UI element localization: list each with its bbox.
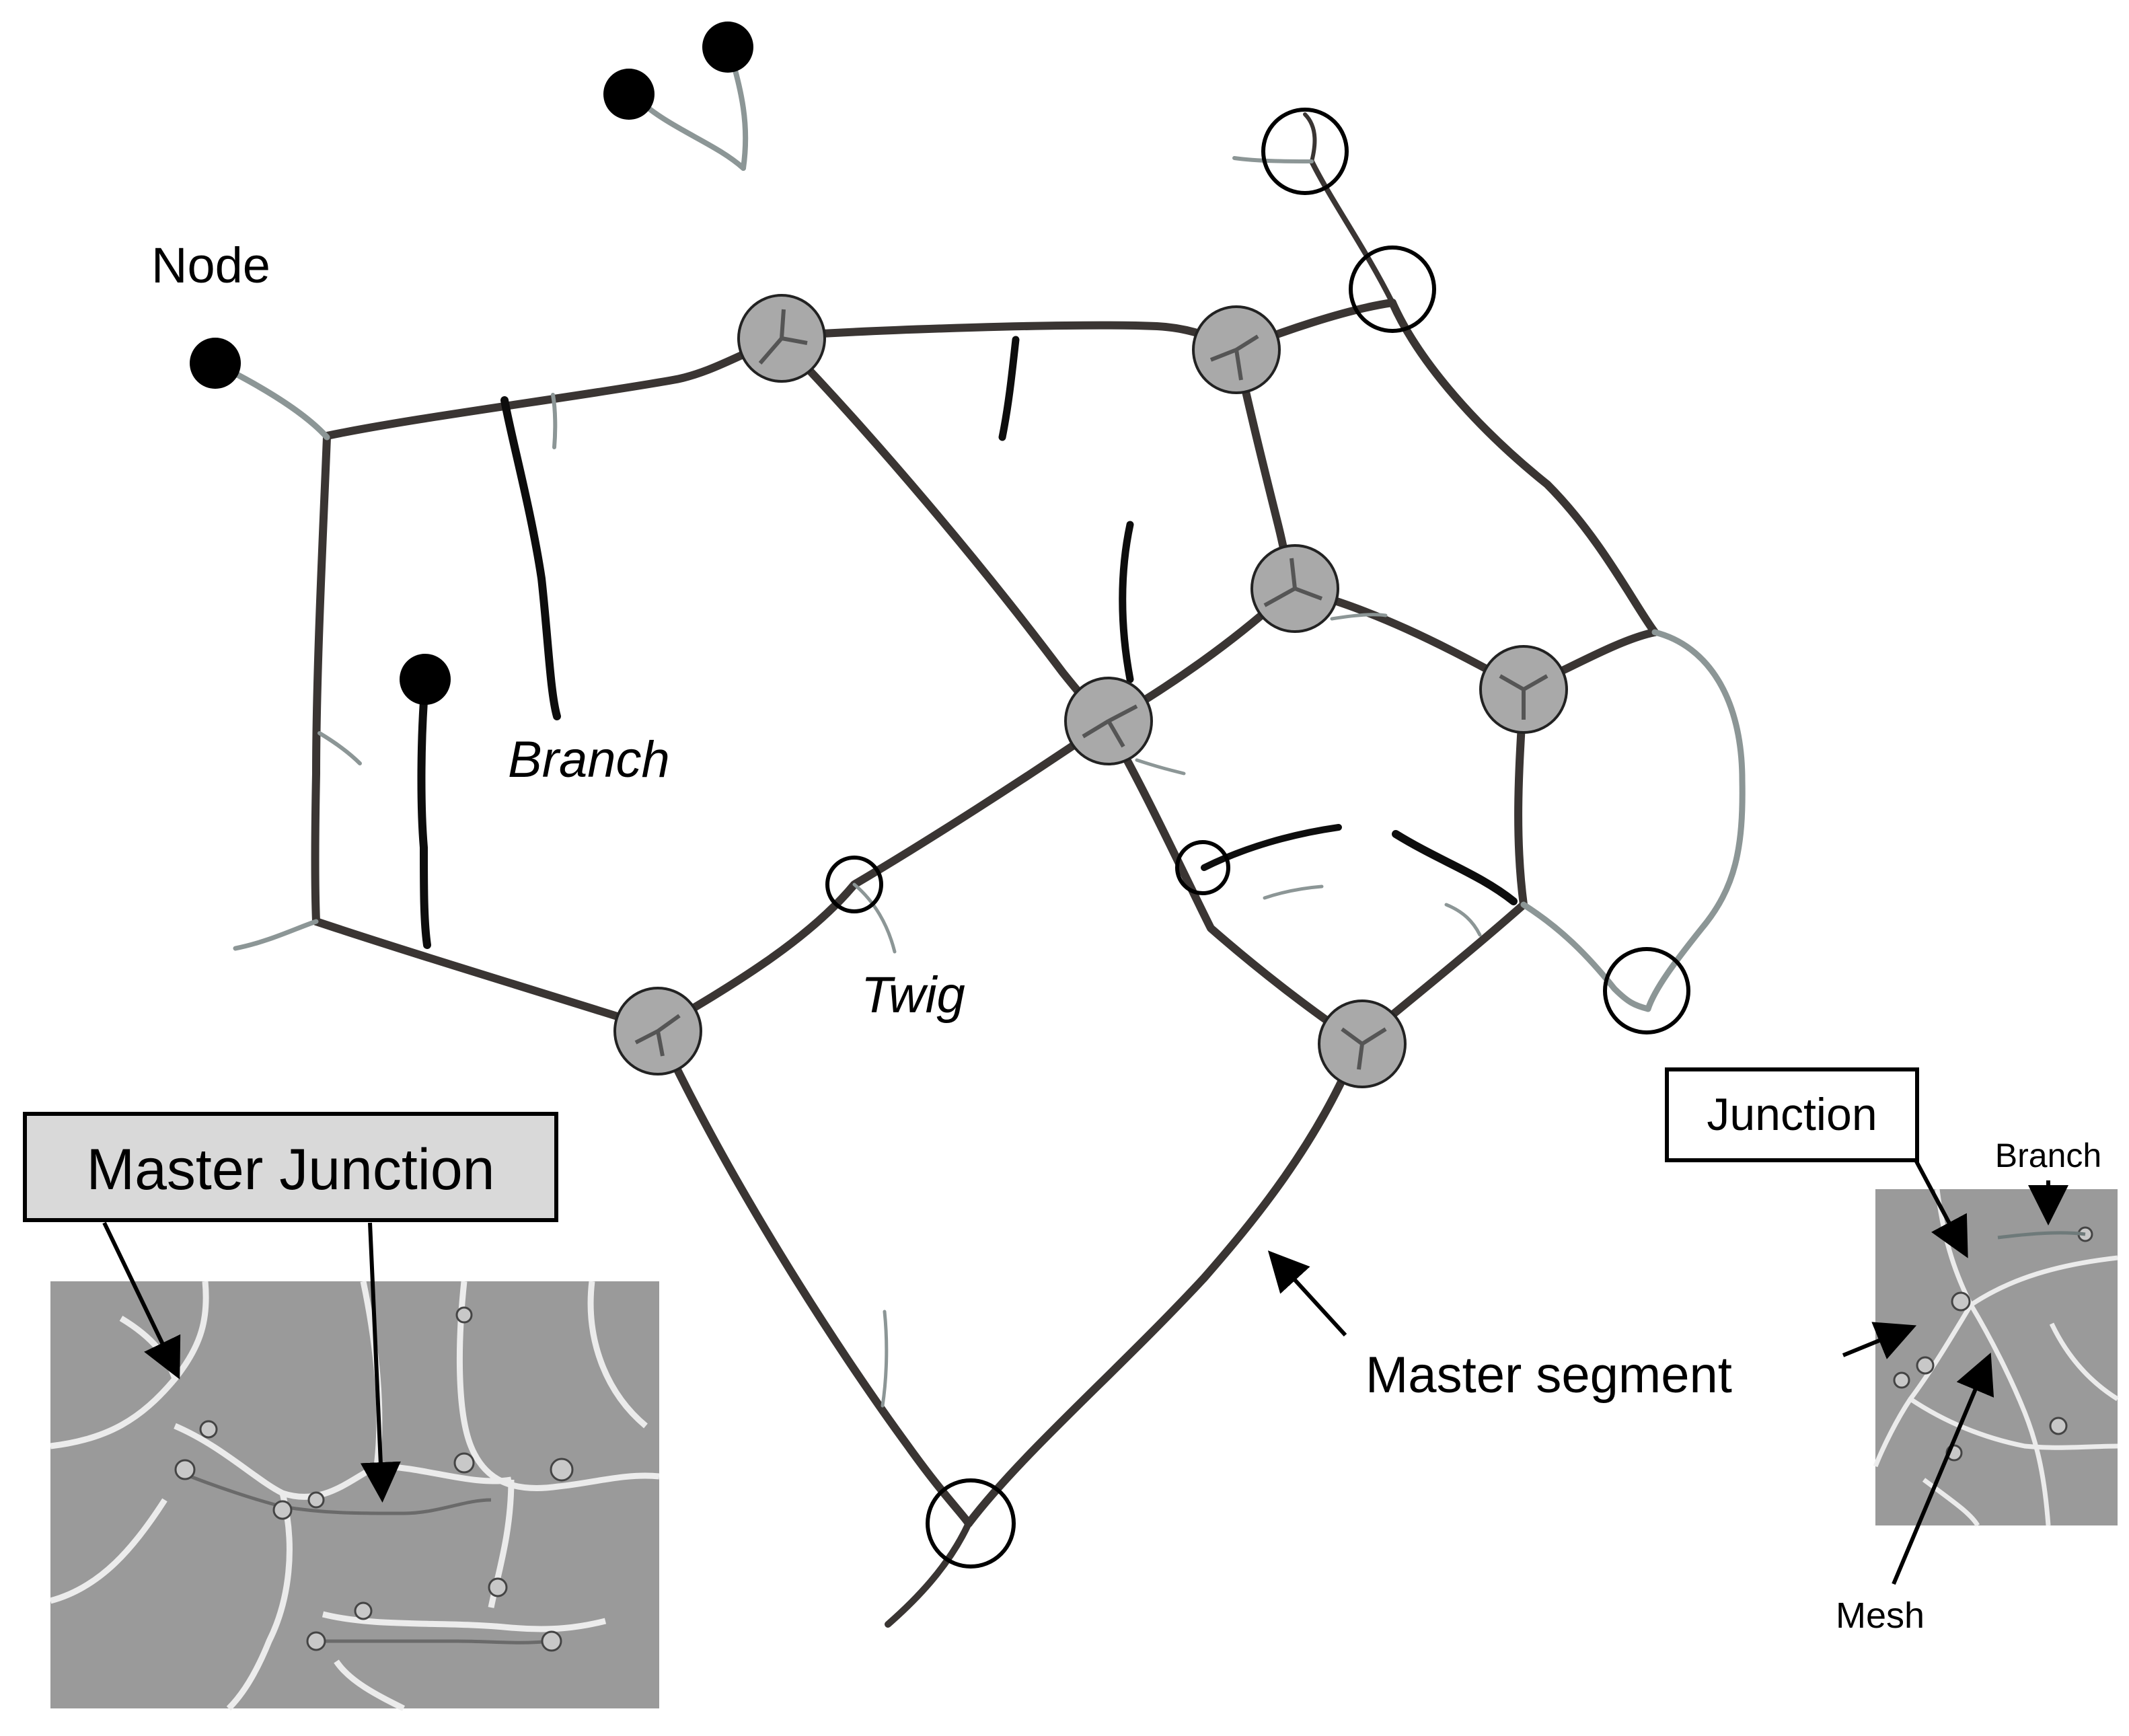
arrow-mesh (1892, 1352, 1994, 1585)
segment-left-vertical (311, 433, 331, 926)
arrow-junction (1914, 1159, 1968, 1258)
label-mesh: Mesh (1836, 1595, 1925, 1636)
junction-inner-marks (634, 309, 1548, 1070)
label-master-junction: Master Junction (86, 1137, 494, 1202)
node-endpoint-top-left (603, 69, 655, 120)
segment-bottom-right (965, 1039, 1363, 1527)
inset-image-left (50, 1281, 659, 1708)
master-junction-label-box (23, 1112, 558, 1222)
segment-top-middle (776, 321, 1240, 354)
branch-center-upper (1119, 521, 1134, 683)
segment-left-top (323, 336, 784, 440)
junction-rings (825, 108, 1690, 1569)
junction-ring (1349, 246, 1436, 333)
segment-bottom-left (654, 1025, 973, 1527)
twig-center (1135, 758, 1186, 776)
label-twig: Twig (861, 967, 965, 1024)
arrow-master-segment (1267, 1250, 1347, 1337)
twig-left-wall (318, 731, 362, 765)
arrow-master-junction-left (102, 1221, 181, 1380)
inset-right-branch-line (1997, 1231, 2086, 1240)
branch-node-left (417, 679, 431, 949)
node-endpoint-left (190, 338, 241, 389)
inset-left-junction-dots (174, 1306, 574, 1652)
junction-ring (1261, 108, 1349, 195)
twig-mid-right (1330, 613, 1388, 621)
segment-bottom-tail (885, 1520, 972, 1628)
segment-top-right-link (1309, 159, 1395, 305)
label-branch: Branch (508, 731, 670, 788)
arrow-master-junction-right (360, 1222, 401, 1503)
segment-left-bottom (312, 917, 662, 1033)
twig-outer-loop (1645, 629, 1746, 1012)
inset-junction: Junction Branch Mesh (1665, 1067, 2119, 1636)
branch-top-middle (998, 336, 1020, 441)
twig-left-bottom-stub (233, 919, 319, 951)
endpoint-nodes (190, 22, 753, 705)
label-junction: Junction (1707, 1089, 1877, 1140)
label-inset-branch: Branch (1995, 1137, 2101, 1174)
junction-ring-small (1175, 840, 1230, 895)
node-endpoint-branch (400, 654, 451, 705)
inset-master-junction: Master Junction (23, 1112, 660, 1712)
segment-diagonal-upper (776, 336, 1111, 727)
branch-labeled (500, 396, 561, 720)
junction-ring (926, 1478, 1016, 1569)
arrow-mesh-left (1842, 1322, 1917, 1359)
node-endpoint-top-right (702, 22, 753, 73)
segment-diagonal-lower (1103, 719, 1363, 1047)
twig-outer-loop-end (1520, 901, 1651, 1012)
segment-top-right-tip (1303, 112, 1317, 163)
junction-label-box (1665, 1067, 1919, 1162)
twig-lower-middle (1263, 884, 1324, 900)
branches (417, 336, 1518, 949)
twig-labeled (852, 882, 897, 954)
label-master-segment: Master segment (1366, 1347, 1732, 1404)
junction-ring (1603, 947, 1690, 1034)
twig-lower-right (1444, 903, 1482, 937)
junction-ring-small (825, 856, 883, 913)
segment-outer-right (1388, 299, 1659, 636)
inset-left-master-path (181, 1471, 552, 1645)
twig-faint (881, 1310, 889, 1408)
twig-top-far-right (1232, 156, 1314, 163)
branch-lower-middle (1201, 824, 1342, 871)
branch-lower-right (1392, 830, 1518, 905)
twig-near-branch (551, 393, 558, 449)
label-node: Node (151, 237, 270, 293)
